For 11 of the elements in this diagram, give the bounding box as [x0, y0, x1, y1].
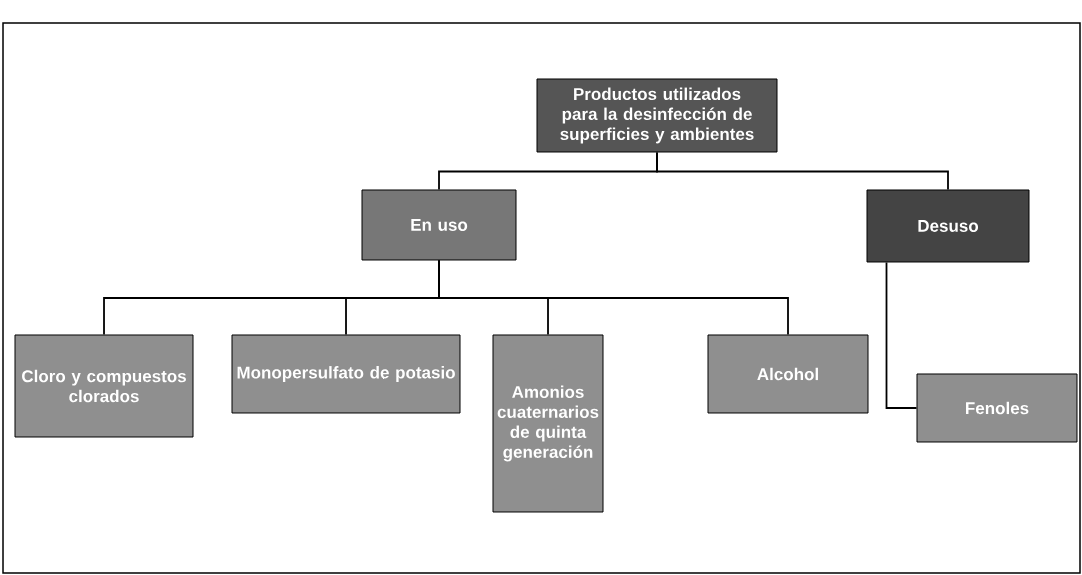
- item-box: Alcohol: [707, 334, 869, 414]
- item-box: Amonios cuaternarios de quinta generación: [492, 334, 604, 513]
- connector-line: [885, 261, 918, 409]
- item-box: Fenoles: [916, 373, 1078, 443]
- connector-line: [438, 259, 789, 336]
- item-box: Monopersulfato de potasio: [231, 334, 461, 414]
- root-box: Productos utilizados para la desinfección de superficies y ambientes: [536, 78, 778, 153]
- item-box: Cloro y compuestos clorados: [14, 334, 194, 438]
- category-box: Desuso: [866, 189, 1030, 263]
- connector-line: [656, 151, 949, 191]
- category-box: En uso: [361, 189, 517, 261]
